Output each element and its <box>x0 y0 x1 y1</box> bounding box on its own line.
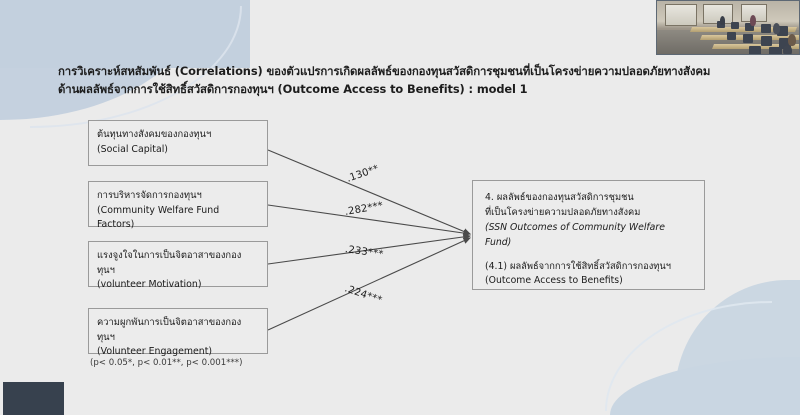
node-fund-management-th: การบริหารจัดการกองทุนฯ <box>97 190 202 201</box>
coefficient-fund-management: .282*** <box>344 200 385 218</box>
webcam-monitor-3 <box>745 23 754 31</box>
node-ssn-outcome-th-1: 4. ผลลัพธ์ของกองทุนสวัสดิการชุมชน <box>485 192 634 203</box>
node-volunteer-motivation-th: แรงจูงใจในการเป็นจิตอาสาของกองทุนฯ <box>97 250 242 276</box>
webcam-person-5 <box>783 45 792 54</box>
webcam-monitor-8 <box>761 36 772 46</box>
webcam-overlay[interactable] <box>656 0 800 55</box>
node-fund-management-en: (Community Welfare Fund Factors) <box>97 204 220 231</box>
webcam-window-1 <box>665 4 697 26</box>
node-volunteer-engagement[interactable]: ความผูกพันการเป็นจิตอาสาของกองทุนฯ (Volu… <box>88 308 268 357</box>
slide-title-line-2: ด้านผลลัพธ์จากการใช้สิทธิ์สวัสดิการกองทุ… <box>58 82 528 97</box>
webcam-monitor-10 <box>749 46 761 54</box>
node-volunteer-engagement-en: (Volunteer Engagement) <box>97 346 213 358</box>
node-social-capital-en: (Social Capital) <box>97 143 168 155</box>
slide-title-line-1: การวิเคราะห์สหสัมพันธ์ (Correlations) ขอ… <box>58 64 711 78</box>
webcam-person-1 <box>720 16 725 25</box>
node-volunteer-motivation-en: (volunteer Motivation) <box>97 279 202 291</box>
node-ssn-outcome-en: (SSN Outcomes of Community Welfare Fund) <box>485 221 665 248</box>
node-social-capital[interactable]: ต้นทุนทางสังคมของกองทุนฯ (Social Capital… <box>88 120 268 166</box>
coefficient-volunteer-engagement: .224*** <box>343 283 384 307</box>
significance-footnote: (p< 0.05*, p< 0.01**, p< 0.001***) <box>90 358 243 368</box>
node-ssn-outcome[interactable]: 4. ผลลัพธ์ของกองทุนสวัสดิการชุมชน ที่เป็… <box>472 180 705 290</box>
webcam-person-2 <box>750 15 756 26</box>
webcam-monitor-11 <box>769 47 782 54</box>
webcam-monitor-2 <box>731 22 739 29</box>
participant-video-tile[interactable] <box>3 382 64 415</box>
slide-title: การวิเคราะห์สหสัมพันธ์ (Correlations) ขอ… <box>58 62 748 99</box>
node-volunteer-motivation[interactable]: แรงจูงใจในการเป็นจิตอาสาของกองทุนฯ (volu… <box>88 241 268 290</box>
webcam-monitor-6 <box>727 32 736 40</box>
webcam-monitor-7 <box>743 34 753 43</box>
coefficient-volunteer-motivation: .233*** <box>344 244 385 261</box>
webcam-person-4 <box>788 34 796 46</box>
node-ssn-outcome-sub-en: (Outcome Access to Benefits) <box>485 275 623 287</box>
webcam-monitor-5 <box>777 26 788 36</box>
node-ssn-outcome-spacer <box>485 251 694 260</box>
arrow-social-capital <box>267 149 472 235</box>
node-fund-management[interactable]: การบริหารจัดการกองทุนฯ (Community Welfar… <box>88 181 268 230</box>
webcam-monitor-4 <box>761 24 771 33</box>
node-volunteer-engagement-th: ความผูกพันการเป็นจิตอาสาของกองทุนฯ <box>97 317 242 343</box>
webcam-person-3 <box>773 23 780 34</box>
node-social-capital-th: ต้นทุนทางสังคมของกองทุนฯ <box>97 129 212 140</box>
node-ssn-outcome-sub-th: (4.1) ผลลัพธ์จากการใช้สิทธิ์สวัสดิการกอง… <box>485 260 672 272</box>
webcam-monitor-9 <box>779 38 791 49</box>
node-ssn-outcome-th-2: ที่เป็นโครงข่ายความปลอดภัยทางสังคม <box>485 206 641 218</box>
coefficient-social-capital: .130** <box>345 163 381 185</box>
